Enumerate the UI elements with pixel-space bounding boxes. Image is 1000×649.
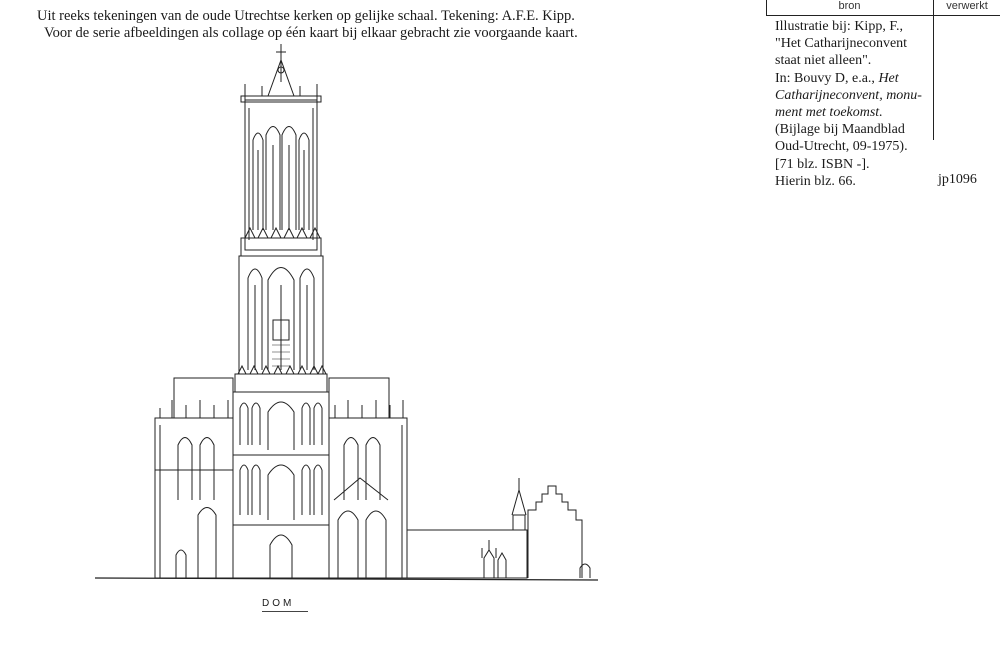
reference-line: "Het Catharijneconvent: [775, 36, 908, 52]
reference-line: staat niet alleen".: [775, 53, 872, 69]
reference-title: ment met toekomst.: [775, 105, 883, 121]
meta-table-left-edge: [766, 0, 767, 16]
meta-table: bron verwerkt: [766, 0, 1000, 180]
drawing-label: DOM: [262, 598, 295, 609]
reference-in: In: Bouvy D, e.a.,: [775, 70, 879, 86]
reference-line: In: Bouvy D, e.a., Het: [775, 70, 937, 87]
reference-line: [71 blz. ISBN -].: [775, 156, 870, 172]
caption-line-1: Uit reeks tekeningen van de oude Utrecht…: [37, 8, 575, 24]
meta-table-divider: [766, 15, 1000, 16]
reference-line: Oud-Utrecht, 09-1975).: [775, 139, 908, 155]
document-code: jp1096: [938, 172, 977, 187]
caption-line-2: Voor de serie afbeeldingen als collage o…: [44, 25, 578, 41]
reference-line: Catharijneconvent, monu-: [775, 87, 937, 104]
reference-title: Het: [878, 70, 899, 86]
header-verwerkt: verwerkt: [946, 0, 988, 12]
header-bron: bron: [838, 0, 861, 12]
drawing-label-underline: [262, 611, 308, 612]
reference-line: Illustratie bij: Kipp, F.,: [775, 19, 903, 34]
reference-line: ment met toekomst.: [775, 104, 937, 121]
caption: Uit reeks tekeningen van de oude Utrecht…: [37, 8, 578, 42]
reference-title: Catharijneconvent, monu-: [775, 87, 922, 103]
reference-page: Hierin blz. 66.: [775, 173, 856, 189]
meta-table-column-divider: [933, 0, 934, 140]
reference-line: (Bijlage bij Maandblad: [775, 122, 905, 138]
reference-text: Illustratie bij: Kipp, F., "Het Catharij…: [775, 18, 937, 190]
